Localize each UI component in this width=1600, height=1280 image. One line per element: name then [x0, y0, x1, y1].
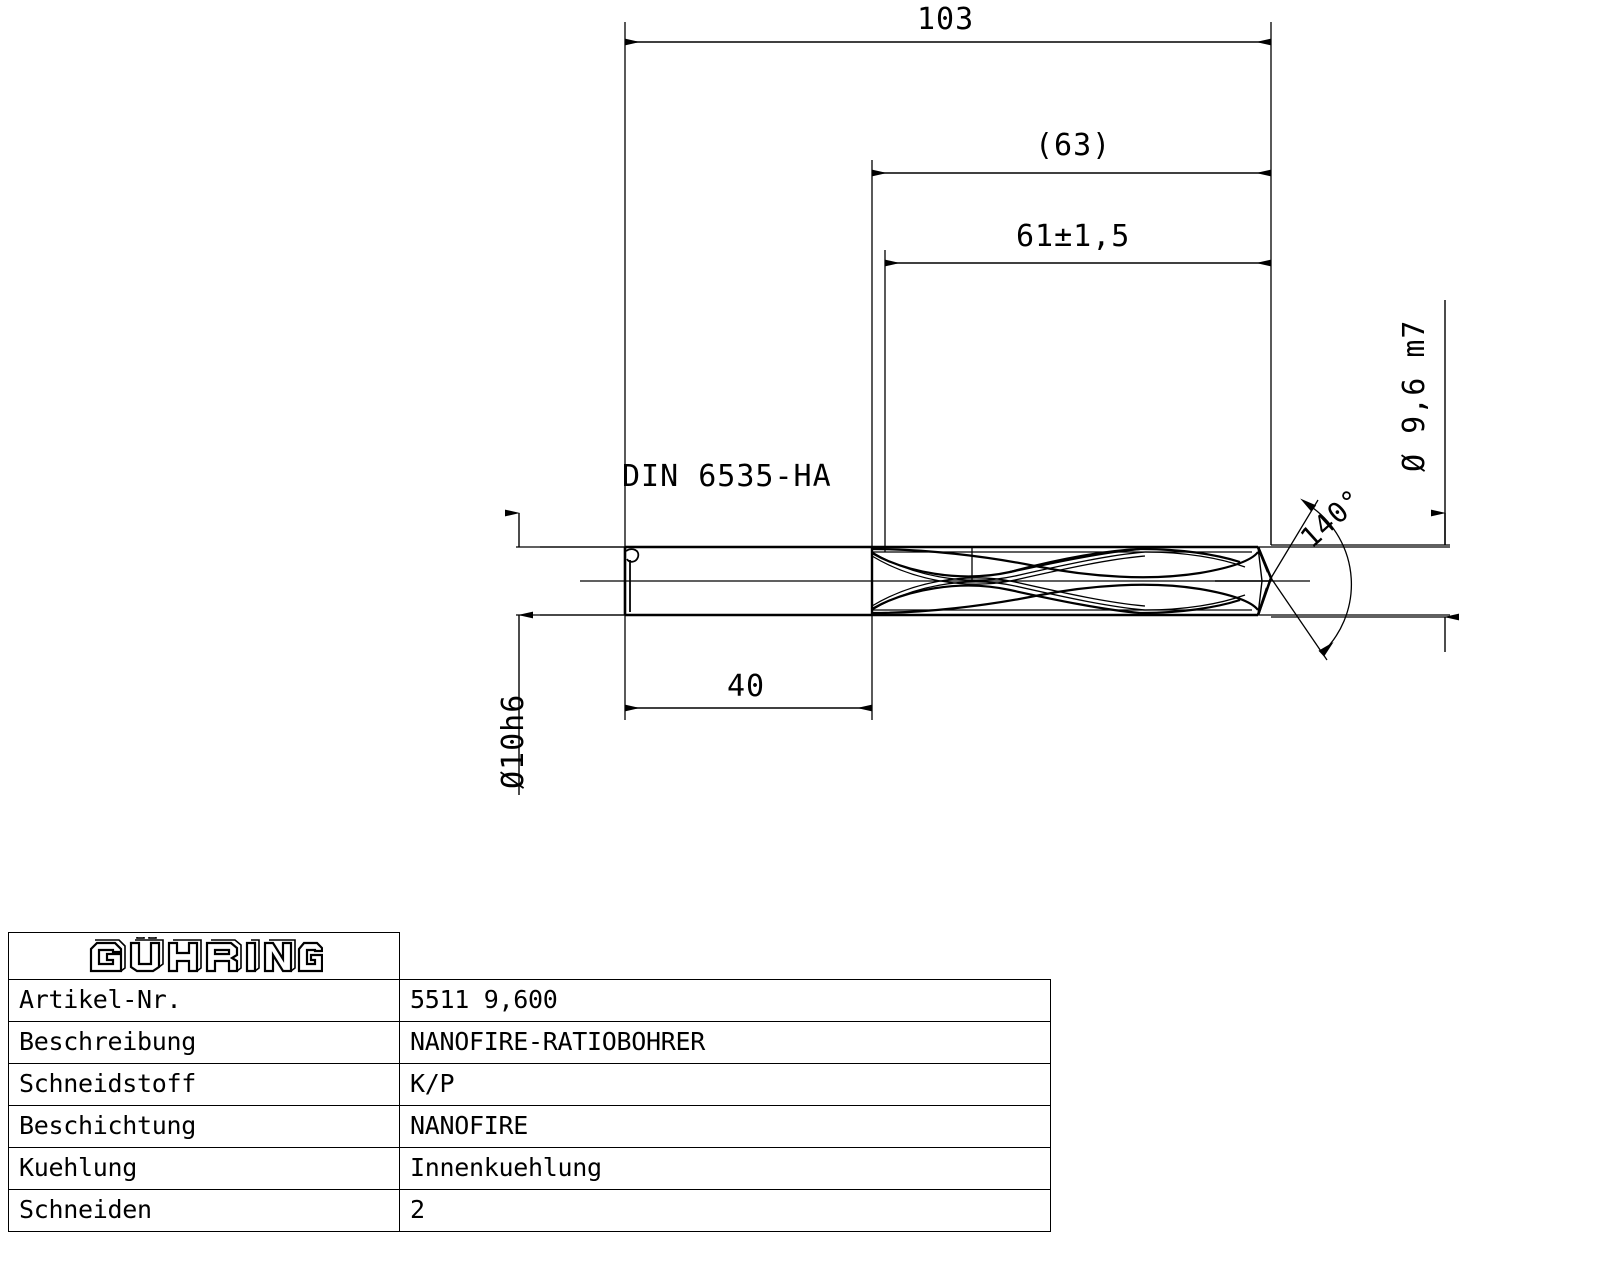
spec-label: Beschichtung: [8, 1105, 400, 1148]
table-row: Artikel-Nr.5511 9,600: [8, 979, 1051, 1022]
dim-label-flute-reference-length: (63): [1035, 128, 1112, 163]
dim-label-shank-diameter: Ø10h6: [496, 693, 531, 789]
dim-label-overall-length: 103: [917, 2, 975, 37]
dim-label-shank-length: 40: [727, 669, 766, 704]
guehring-logo: [9, 933, 399, 979]
drill-point-chisel: [1215, 546, 1271, 616]
spec-label: Kuehlung: [8, 1147, 400, 1190]
helix-flutes: [871, 547, 1259, 615]
drill-shank: [623, 545, 872, 617]
dim-label-flute-length-tolerance: 61±1,5: [1016, 219, 1131, 254]
spec-label: Artikel-Nr.: [8, 979, 400, 1022]
spec-value: NANOFIRE: [399, 1105, 1051, 1148]
spec-label: Beschreibung: [8, 1021, 400, 1064]
dim-label-cutting-diameter: Ø 9,6 m7: [1397, 319, 1432, 473]
spec-value: Innenkuehlung: [399, 1147, 1051, 1190]
guehring-logo-icon: [89, 937, 323, 973]
brand-logo-cell: [8, 932, 400, 980]
spec-value: 2: [399, 1189, 1051, 1232]
spec-value: K/P: [399, 1063, 1051, 1106]
point-angle-annotation: [1270, 498, 1353, 661]
note-shank-standard: DIN 6535-HA: [622, 459, 832, 494]
flute-body-outline: [872, 545, 1258, 617]
shank-end-detail: [625, 548, 640, 612]
spec-value: NANOFIRE-RATIOBOHRER: [399, 1021, 1051, 1064]
logo-row-blank-cell: [400, 933, 1051, 980]
spec-label: Schneiden: [8, 1189, 400, 1232]
table-row-logo: [8, 932, 1051, 980]
spec-value: 5511 9,600: [399, 979, 1051, 1022]
spec-label: Schneidstoff: [8, 1063, 400, 1106]
flute-groove-lines: [871, 551, 1246, 611]
